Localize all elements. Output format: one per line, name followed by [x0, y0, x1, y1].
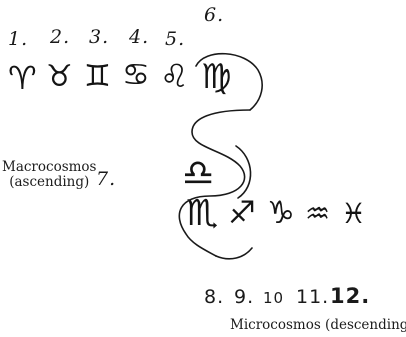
libra-bracket: [235, 145, 252, 199]
virgo-icon: ♍: [201, 57, 232, 97]
number-5: 5.: [165, 28, 186, 50]
aquarius-icon: ♒: [305, 197, 331, 230]
number-2: 2.: [50, 26, 71, 48]
pisces-icon: ♓: [341, 197, 367, 230]
number-6: 6.: [204, 4, 225, 26]
number-4: 4.: [129, 26, 150, 48]
scorpio-icon: ♏: [186, 193, 219, 234]
number-3: 3.: [89, 26, 110, 48]
gemini-icon: ♊: [84, 59, 111, 94]
libra-icon: ♎: [182, 153, 215, 194]
macrocosmos-title: Macrocosmos: [2, 159, 97, 175]
number-7: 7.: [96, 168, 117, 190]
cancer-icon: ♋: [122, 57, 150, 93]
s-curve-path: [178, 109, 251, 257]
number-10: 10: [263, 289, 285, 307]
aries-icon: ♈: [8, 59, 37, 97]
macrocosmos-label: Macrocosmos (ascending): [2, 160, 97, 190]
leo-icon: ♌: [160, 57, 189, 95]
number-1: 1.: [8, 28, 29, 50]
upper-arc: [195, 52, 263, 111]
number-8: 8.: [204, 286, 225, 308]
taurus-icon: ♉: [46, 59, 73, 94]
microcosmos-label: Microcosmos (descending): [230, 317, 406, 333]
number-12: 12.: [330, 284, 371, 308]
macrocosmos-subtitle: (ascending): [9, 174, 90, 190]
number-9: 9.: [234, 286, 255, 308]
sagittarius-icon: ♐: [228, 195, 256, 231]
lower-arc: [215, 247, 253, 260]
capricorn-icon: ♑: [267, 195, 295, 231]
number-11: 11.: [296, 286, 330, 308]
